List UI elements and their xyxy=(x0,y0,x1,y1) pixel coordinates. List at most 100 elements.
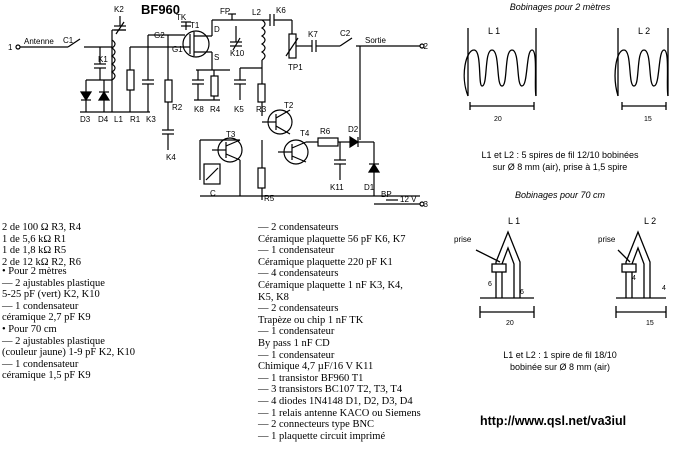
coil-70cm-l2-label: L 2 xyxy=(644,216,656,226)
resistor-line-2: 1 de 5,6 kΩ R1 xyxy=(2,233,67,245)
bypass-label: BP xyxy=(381,190,392,199)
label-t1: T1 xyxy=(190,21,200,30)
bom-line-2: Céramique plaquette 56 pF K6, K7 xyxy=(258,233,406,245)
bom-line-3: — 1 condensateur xyxy=(258,245,335,257)
band-parts-line-5: céramique 2,7 pF K9 xyxy=(2,312,91,324)
bom-line-13: Chimique 4,7 µF/16 V K11 xyxy=(258,361,374,373)
label-r5: R5 xyxy=(264,194,275,203)
label-t3: T3 xyxy=(226,130,236,139)
band-parts-line-10: céramique 1,5 pF K9 xyxy=(2,370,91,382)
band-parts-line-2: — 2 ajustables plastique xyxy=(2,277,105,289)
label-d3: D3 xyxy=(80,115,91,124)
supply-port-number: 3 xyxy=(424,200,429,209)
label-g1: G1 xyxy=(172,45,183,54)
coil-70cm-l2-length: 15 xyxy=(646,320,654,327)
bill-of-materials: — 2 condensateurs Céramique plaquette 56… xyxy=(258,222,421,442)
coil-2m-title: Bobinages pour 2 mètres xyxy=(510,2,611,12)
coil-70cm-note-line2: bobinée sur Ø 8 mm (air) xyxy=(510,362,610,372)
bom-line-8: — 2 condensateurs xyxy=(258,303,339,315)
coil-drawings: Bobinages pour 2 mètres L 1 L 2 20 15 L1… xyxy=(454,2,669,372)
coil-70cm-l1-length: 20 xyxy=(506,320,514,327)
coil-2m-l1-length: 20 xyxy=(494,116,502,123)
label-r1: R1 xyxy=(130,115,141,124)
label-k11: K11 xyxy=(330,183,344,192)
label-fp: FP xyxy=(220,7,230,16)
bom-line-10: — 1 condensateur xyxy=(258,326,335,338)
bom-line-4: Céramique plaquette 220 pF K1 xyxy=(258,256,393,268)
label-r6: R6 xyxy=(320,127,331,136)
label-c1: C1 xyxy=(63,36,74,45)
label-r4: R4 xyxy=(210,105,221,114)
label-k7: K7 xyxy=(308,30,318,39)
resistor-list: 2 de 100 Ω R3, R4 1 de 5,6 kΩ R1 1 de 1,… xyxy=(2,222,81,268)
label-d: D xyxy=(214,25,220,34)
coil-70cm-l2-tap-dim: 4 xyxy=(632,275,636,282)
label-k3: K3 xyxy=(146,115,156,124)
input-port-number: 1 xyxy=(8,43,13,52)
coil-70cm-l1-tap-label: prise xyxy=(454,235,472,244)
resistor-line-3: 1 de 1,8 kΩ R5 xyxy=(2,245,67,257)
resistor-line-1: 2 de 100 Ω R3, R4 xyxy=(2,222,81,233)
band-parts-line-3: 5-25 pF (vert) K2, K10 xyxy=(2,289,100,301)
label-d4: D4 xyxy=(98,115,109,124)
label-c: C xyxy=(210,189,216,198)
band-parts-line-7: — 2 ajustables plastique xyxy=(2,335,105,347)
coil-2m-l2-label: L 2 xyxy=(638,26,650,36)
coil-70cm-l2-tap-label: prise xyxy=(598,235,616,244)
coil-70cm-l2-width-dim: 4 xyxy=(662,285,666,292)
band-parts-line-9: — 1 condensateur xyxy=(2,358,79,370)
bom-line-5: — 4 condensateurs xyxy=(258,268,339,280)
band-parts-line-4: — 1 condensateur xyxy=(2,300,79,312)
supply-voltage-label: 12 V xyxy=(400,195,417,204)
label-k6: K6 xyxy=(276,6,286,15)
schematic-diagram: 1 Antenne BF960 Sortie 2 BP 12 V 3 C1 K2… xyxy=(8,2,429,209)
label-l1: L1 xyxy=(114,115,123,124)
coil-2m-note-line1: L1 et L2 : 5 spires de fil 12/10 bobinée… xyxy=(481,150,639,160)
bom-line-1: — 2 condensateurs xyxy=(258,222,339,233)
label-k4: K4 xyxy=(166,153,176,162)
label-t2: T2 xyxy=(284,101,294,110)
coil-70cm-l1-width-dim: 6 xyxy=(520,289,524,296)
band-parts-line-8: (couleur jaune) 1-9 pF K2, K10 xyxy=(2,347,135,359)
input-port-label: Antenne xyxy=(24,37,54,46)
bom-line-12: — 1 condensateur xyxy=(258,349,335,361)
coil-2m-note-line2: sur Ø 8 mm (air), prise à 1,5 spire xyxy=(493,162,628,172)
label-s: S xyxy=(214,53,219,62)
label-d1: D1 xyxy=(364,183,375,192)
label-k2: K2 xyxy=(114,5,124,14)
bom-line-14: — 1 transistor BF960 T1 xyxy=(258,372,364,384)
label-tk: TK xyxy=(176,13,187,22)
coil-70cm-title: Bobinages pour 70 cm xyxy=(515,190,606,200)
coil-70cm-l1-tap-dim: 6 xyxy=(488,281,492,288)
bom-line-16: — 4 diodes 1N4148 D1, D2, D3, D4 xyxy=(258,395,413,407)
bom-line-19: — 1 plaquette circuit imprimé xyxy=(258,430,386,442)
band-parts-line-1: • Pour 2 mètres xyxy=(2,266,67,277)
label-c2: C2 xyxy=(340,29,351,38)
bom-line-17: — 1 relais antenne KACO ou Siemens xyxy=(258,407,421,419)
source-url: http://www.qsl.net/va3iul xyxy=(480,414,627,428)
label-g2: G2 xyxy=(154,31,165,40)
label-k5: K5 xyxy=(234,105,244,114)
label-k10: K10 xyxy=(230,49,245,58)
label-d2: D2 xyxy=(348,125,359,134)
band-parts-line-6: • Pour 70 cm xyxy=(2,323,57,335)
resistor-line-4: 2 de 12 kΩ R2, R6 xyxy=(2,256,81,268)
label-t4: T4 xyxy=(300,129,310,138)
coil-70cm-l1-label: L 1 xyxy=(508,216,520,226)
bom-line-9: Trapèze ou chip 1 nF TK xyxy=(258,314,364,326)
coil-2m-l2-length: 15 xyxy=(644,116,652,123)
output-port-label: Sortie xyxy=(365,36,386,45)
coil-2m-l1-label: L 1 xyxy=(488,26,500,36)
band-specific-parts: • Pour 2 mètres — 2 ajustables plastique… xyxy=(2,266,135,382)
coil-70cm-note-line1: L1 et L2 : 1 spire de fil 18/10 xyxy=(503,350,617,360)
bom-line-15: — 3 transistors BC107 T2, T3, T4 xyxy=(258,384,403,396)
schematic-title: BF960 xyxy=(141,2,180,17)
bom-line-7: K5, K8 xyxy=(258,291,289,303)
bom-line-6: Céramique plaquette 1 nF K3, K4, xyxy=(258,279,403,291)
label-l2: L2 xyxy=(252,8,261,17)
label-k1: K1 xyxy=(98,55,108,64)
label-r3: R3 xyxy=(256,105,267,114)
bom-line-18: — 2 connecteurs type BNC xyxy=(258,419,375,431)
label-tp1: TP1 xyxy=(288,63,303,72)
label-k8: K8 xyxy=(194,105,204,114)
